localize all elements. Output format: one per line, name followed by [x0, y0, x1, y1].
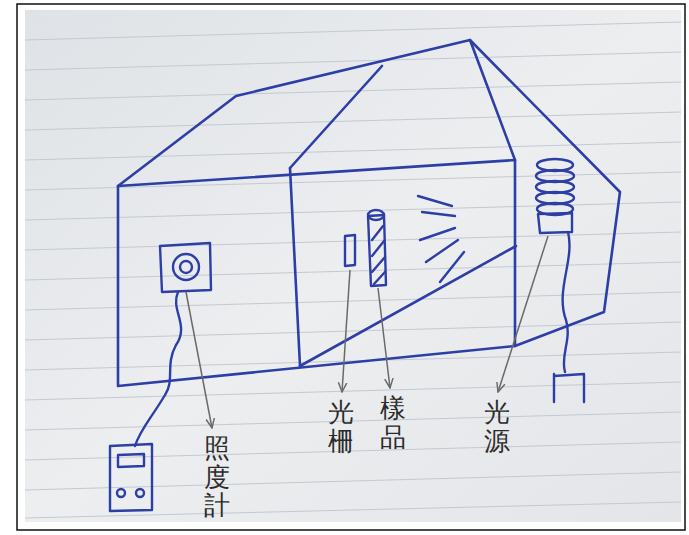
light-source	[536, 159, 584, 402]
light-rays	[418, 196, 464, 282]
part-label: 照度計	[204, 434, 230, 520]
paper-photo	[25, 10, 681, 522]
part-label: 光源	[484, 398, 510, 455]
grating-and-sample	[345, 210, 386, 286]
frame	[17, 4, 685, 530]
illuminance-meter	[110, 243, 211, 511]
part-label: 樣品	[380, 394, 406, 451]
ruled-lines	[25, 22, 681, 518]
part-label: 光柵	[328, 398, 354, 455]
